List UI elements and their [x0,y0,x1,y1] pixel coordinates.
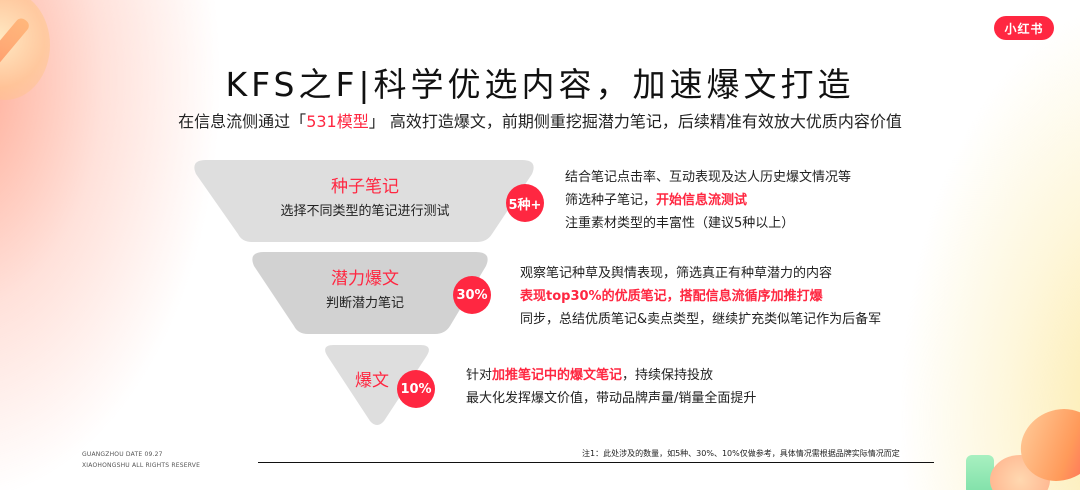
note-line: 筛选种子笔记，开始信息流测试 [565,189,851,212]
note-line: 观察笔记种草及舆情表现，筛选真正有种草潜力的内容 [520,262,881,285]
decorative-green-block [966,455,994,490]
note-text: 最大化发挥爆文价值，带动品牌声量/销量全面提升 [466,391,757,406]
footer-note: 注1：此处涉及的数量，如5种、30%、10%仅做参考，具体情况需根据品牌实际情况… [582,449,900,458]
tier-title: 种子笔记 [331,177,399,197]
footer-date: GUANGZHOU DATE 09.27 [82,451,163,458]
note-highlight: 加推笔记中的爆文笔记 [492,368,623,383]
note-text: 结合笔记点击率、互动表现及达人历史爆文情况等 [565,170,852,185]
footer-divider [258,462,934,463]
funnel-segment-shape [194,160,534,242]
tier-notes: 结合笔记点击率、互动表现及达人历史爆文情况等 筛选种子笔记，开始信息流测试 注重… [565,166,851,235]
subtitle-suffix: 」 高效打造爆文，前期侧重挖掘潜力笔记，后续精准有效放大优质内容价值 [368,112,902,131]
note-line: 针对加推笔记中的爆文笔记，持续保持投放 [466,364,756,387]
note-text: 筛选种子笔记， [565,193,657,208]
xiaohongshu-logo: 小红书 [994,16,1054,40]
note-line: 同步，总结优质笔记&卖点类型，继续扩充类似笔记作为后备军 [520,308,881,331]
note-highlight: 开始信息流测试 [656,193,748,208]
funnel-segment-shape [252,252,488,334]
note-line: 结合笔记点击率、互动表现及达人历史爆文情况等 [565,166,851,189]
note-text: 同步，总结优质笔记&卖点类型，继续扩充类似笔记作为后备军 [520,312,882,327]
note-line: 最大化发挥爆文价值，带动品牌声量/销量全面提升 [466,387,756,410]
tier-notes: 针对加推笔记中的爆文笔记，持续保持投放 最大化发挥爆文价值，带动品牌声量/销量全… [466,364,756,410]
note-text: 观察笔记种草及舆情表现，筛选真正有种草潜力的内容 [520,266,833,281]
footer-rights: XIAOHONGSHU ALL RIGHTS RESERVE [82,462,201,469]
ratio-badge: 30% [453,276,491,314]
note-text: 针对 [466,368,493,383]
page-title: KFS之F|科学优选内容，加速爆文打造 [225,65,855,104]
funnel-segment-shape [325,345,429,425]
tier-title: 爆文 [355,371,389,391]
page-subtitle: 在信息流侧通过「531模型」 高效打造爆文，前期侧重挖掘潜力笔记，后续精准有效放… [0,108,1080,132]
subtitle-prefix: 在信息流侧通过「 [178,112,307,131]
ratio-badge: 10% [397,370,435,408]
footer-credits: GUANGZHOU DATE 09.27 XIAOHONGSHU ALL RIG… [82,449,200,471]
note-line: 注重素材类型的丰富性（建议5种以上） [565,212,851,235]
note-text: 注重素材类型的丰富性（建议5种以上） [565,216,795,231]
subtitle-highlight: 531模型 [306,112,369,131]
note-highlight: 表现top30%的优质笔记，搭配信息流循序加推打爆 [520,289,823,304]
ratio-badge: 5种+ [506,184,544,222]
tier-desc: 判断潜力笔记 [325,296,404,311]
tier-notes: 观察笔记种草及舆情表现，筛选真正有种草潜力的内容 表现top30%的优质笔记，搭… [520,262,881,331]
tier-title: 潜力爆文 [331,269,399,289]
tier-desc: 选择不同类型的笔记进行测试 [280,204,450,219]
note-line: 表现top30%的优质笔记，搭配信息流循序加推打爆 [520,285,881,308]
note-text: ，持续保持投放 [622,368,714,383]
